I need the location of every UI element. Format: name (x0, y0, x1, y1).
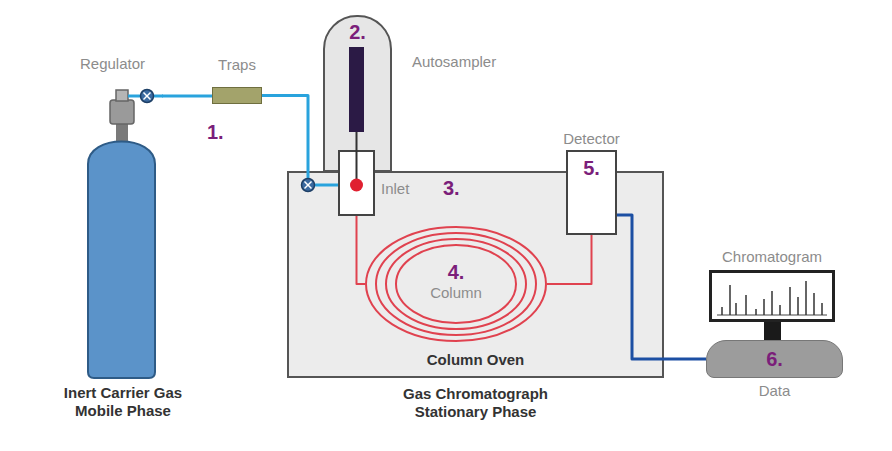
valve-cross (305, 182, 312, 189)
chart-peak (789, 287, 791, 315)
instrument-caption: Gas Chromatograph Stationary Phase (376, 385, 576, 421)
chart-peak (771, 291, 773, 315)
text-slot: 1. (207, 120, 224, 144)
chromatogram-monitor: Chromatogram (709, 270, 835, 322)
text-slot: Data (759, 382, 791, 400)
column-oven: Column OvenGas Chromatograph Stationary … (288, 172, 663, 377)
text-slot: Gas Chromatograph Stationary Phase (376, 385, 576, 421)
cylinder-body (88, 142, 155, 379)
text-slot: Column (430, 284, 482, 302)
gas-cylinder-drawing (84, 88, 162, 380)
valve-cross (144, 93, 151, 100)
autosampler-housing: 2.Autosampler (323, 15, 392, 172)
text-slot: 2. (349, 20, 366, 44)
valve-cross (144, 93, 151, 100)
column-tubing (547, 235, 592, 284)
regulator-body (110, 100, 134, 124)
callout-number: 6. (766, 347, 783, 371)
callout-number: 5. (583, 156, 600, 180)
text-slot: Autosampler (412, 53, 496, 71)
chart-peak (821, 303, 823, 315)
part-name: Column (430, 284, 482, 302)
chart-peak (735, 303, 737, 315)
callout-number: 2. (349, 20, 366, 44)
text-slot: 3. (443, 176, 460, 200)
text-slot: Traps (218, 56, 256, 74)
part-name: Data (759, 382, 791, 400)
chart-peak (763, 299, 765, 315)
trap-box: Traps (212, 87, 262, 104)
injection-point (350, 179, 363, 192)
text-slot: Inlet (381, 180, 409, 198)
inlet-box-drawing (340, 152, 373, 214)
gas-cylinder: Inert Carrier Gas Mobile Phase (84, 88, 162, 380)
valve-body (302, 179, 315, 192)
gas-line (162, 95, 212, 98)
signal-cable (617, 215, 706, 359)
column-coil (386, 239, 526, 329)
valve-body (141, 90, 154, 103)
column-coil-area: 4.Column (365, 225, 547, 343)
chart-peak (805, 281, 807, 315)
column-coil (396, 245, 516, 323)
data-station: 6.Data (706, 340, 843, 378)
part-name: Chromatogram (722, 248, 822, 266)
valve-symbol (302, 179, 315, 192)
text-slot: 6. (766, 347, 783, 371)
text-slot: Detector (563, 130, 620, 148)
text-slot: Regulator (80, 55, 145, 73)
part-name: Detector (563, 130, 620, 148)
gas-pipe (128, 95, 141, 98)
text-slot: 4. (448, 260, 465, 284)
chart-peak (721, 307, 723, 315)
gas-pipe (153, 95, 163, 98)
chart-peak (797, 297, 799, 315)
detector-box: Detector5. (566, 150, 617, 235)
column-coil (376, 233, 536, 335)
part-name: Traps (218, 56, 256, 74)
part-name: Inlet (381, 180, 409, 198)
chart-peak (745, 295, 747, 315)
text-slot: Inert Carrier Gas Mobile Phase (43, 384, 203, 420)
text-slot: Column Oven (427, 351, 525, 369)
column-coil (366, 227, 546, 341)
syringe (349, 47, 364, 132)
valve-symbol (141, 90, 154, 103)
regulator-top (116, 90, 128, 101)
chart-peak (755, 309, 757, 315)
valve-cross (305, 182, 312, 189)
part-name: Autosampler (412, 53, 496, 71)
oven-name: Column Oven (427, 351, 525, 369)
text-slot: Chromatogram (722, 248, 822, 266)
chart-peak (779, 305, 781, 315)
chart-peak (729, 285, 731, 315)
callout-number: 3. (443, 176, 460, 200)
callout-number: 1. (207, 120, 224, 144)
cylinder-caption: Inert Carrier Gas Mobile Phase (43, 384, 203, 420)
text-slot: 5. (583, 156, 600, 180)
chromatogram-monitor-drawing (712, 273, 832, 319)
column-tubing (357, 216, 366, 284)
callout-number: 4. (448, 260, 465, 284)
chart-peak (813, 293, 815, 315)
monitor-stand (764, 321, 781, 341)
inlet-box: Inlet3. (338, 150, 375, 216)
part-name: Regulator (80, 55, 145, 73)
